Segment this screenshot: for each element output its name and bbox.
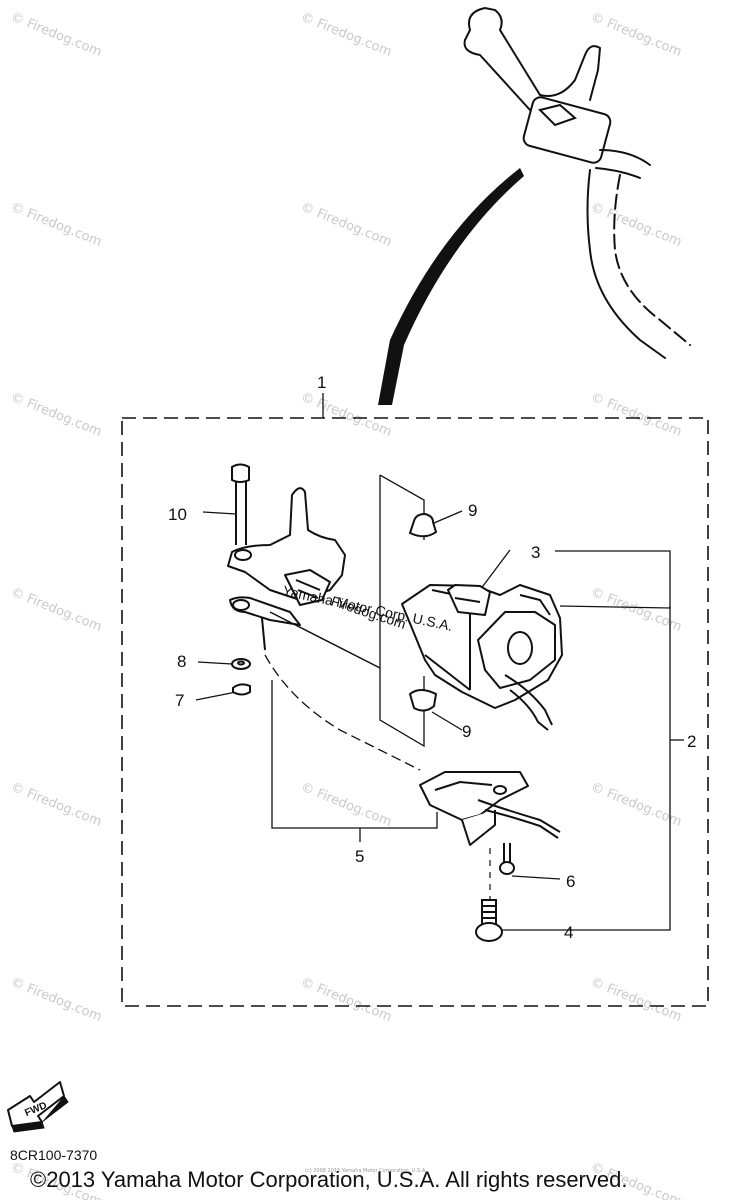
screw-part-6 (499, 843, 515, 875)
leader-lines (195, 393, 684, 931)
callout-9-top: 9 (468, 501, 477, 520)
callout-4: 4 (564, 923, 573, 942)
watermark-text: © Firedog.com (589, 975, 684, 1025)
callout-8: 8 (177, 652, 186, 671)
watermark-text: © Firedog.com (9, 780, 104, 830)
switch-wire-dashed (264, 654, 421, 771)
handlebar-illustration (463, 6, 691, 359)
callout-5: 5 (355, 847, 364, 866)
callout-3: 3 (531, 543, 540, 562)
watermark-text: © Firedog.com (9, 10, 104, 60)
watermark-text: © Firedog.com (299, 780, 394, 830)
watermark-text: © Firedog.com (589, 10, 684, 60)
switch-assembly-part-3 (401, 584, 563, 731)
watermark-text: © Firedog.com (9, 585, 104, 635)
watermark-text: © Firedog.com (299, 10, 394, 60)
callout-7: 7 (175, 691, 184, 710)
watermark-text: © Firedog.com (299, 975, 394, 1025)
lock-washer-part-7 (232, 683, 251, 696)
watermark-text: © Firedog.com (9, 975, 104, 1025)
bolt-part-10 (231, 463, 250, 545)
watermark-text: © Firedog.com (9, 200, 104, 250)
grommet-part-9-bottom (408, 689, 438, 712)
callout-9-bottom: 9 (462, 722, 471, 741)
watermark-text: © Firedog.com (589, 390, 684, 440)
part-code: 8CR100-7370 (10, 1147, 98, 1163)
callout-2: 2 (687, 732, 696, 751)
washer-part-8 (231, 658, 251, 670)
switch-wire (269, 611, 381, 669)
bolt-part-4 (475, 899, 503, 942)
watermark-text: © Firedog.com (299, 200, 394, 250)
assembly-boundary (121, 417, 709, 1007)
callout-10: 10 (168, 505, 187, 524)
forward-arrow: FWD (7, 1081, 69, 1133)
grommet-part-9-top (408, 512, 438, 538)
lever-bracket (227, 487, 346, 651)
watermark-text: © Firedog.com (9, 390, 104, 440)
callout-labels: 1 2 3 4 5 6 7 8 9 9 10 (168, 373, 696, 942)
switch-housing-part-5 (419, 771, 561, 846)
copyright-notice: ©2013 Yamaha Motor Corporation, U.S.A. A… (30, 1167, 628, 1192)
callout-1: 1 (317, 373, 326, 392)
callout-6: 6 (566, 872, 575, 891)
inline-firedog-text: Firedog.com (329, 593, 408, 632)
small-print: (c) 2008 2015 Yamaha Motor Corporation, … (305, 1168, 427, 1174)
watermark-text: © Firedog.com (589, 200, 684, 250)
throttle-cable (378, 168, 524, 405)
